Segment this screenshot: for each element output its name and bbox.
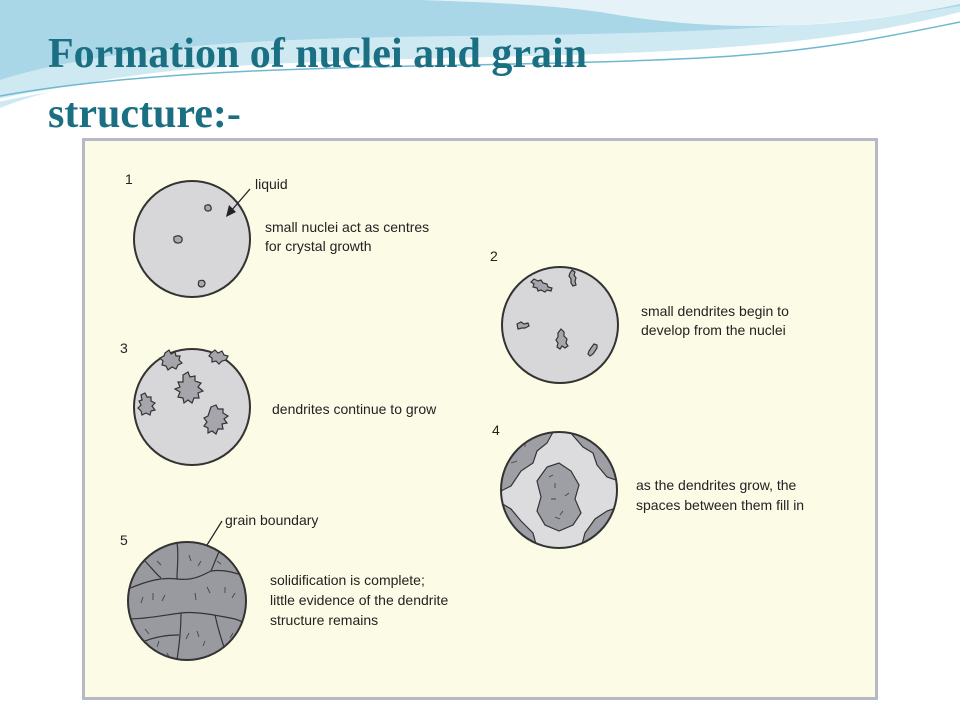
stage-2-dendrites: [516, 269, 598, 357]
stage-1-nuclei: [173, 204, 212, 288]
liquid-label: liquid: [255, 176, 288, 192]
stage-5-text-line-1: solidification is complete;: [270, 572, 425, 588]
liquid-arrow-head: [226, 205, 236, 217]
stage-1-text-line-1: small nuclei act as centres: [265, 219, 429, 235]
diagram-panel: 1 liquid small nuclei act as centres for…: [82, 138, 878, 700]
stage-2-text-line-1: small dendrites begin to: [641, 303, 789, 319]
stage-2-number: 2: [490, 248, 498, 264]
stage-5-solid-circle: [127, 541, 247, 661]
grain-boundary-label: grain boundary: [225, 512, 318, 528]
slide-title-line-2: structure:-: [48, 91, 241, 137]
background-wave-decoration: [0, 0, 960, 108]
stage-5-number: 5: [120, 532, 128, 548]
liquid-arrow: [230, 188, 251, 212]
slide-title-line-1: Formation of nuclei and grain: [48, 31, 588, 77]
stage-4-text-line-1: as the dendrites grow, the: [636, 477, 797, 493]
stage-3-number: 3: [120, 340, 128, 356]
stage-2-text-line-2: develop from the nuclei: [641, 322, 786, 338]
solidification-diagram: 1 liquid small nuclei act as centres for…: [120, 171, 804, 661]
stage-5-text-line-3: structure remains: [270, 612, 378, 628]
stage-4-partially-solid-circle: [500, 431, 618, 549]
stage-1-liquid-circle: [133, 180, 251, 298]
stage-1-number: 1: [125, 171, 133, 187]
stage-3-liquid-circle: [133, 348, 251, 466]
stage-4-text-line-2: spaces between them fill in: [636, 497, 804, 513]
grain-boundary-pointer: [206, 520, 223, 546]
stage-1-text-line-2: for crystal growth: [265, 238, 372, 254]
stage-3-dendrites: [137, 349, 230, 435]
stage-5-text-line-2: little evidence of the dendrite: [270, 592, 448, 608]
stage-3-text-line-1: dendrites continue to grow: [272, 401, 437, 417]
stage-4-number: 4: [492, 422, 500, 438]
slide-title: Formation of nuclei and grain structure:…: [48, 24, 928, 144]
